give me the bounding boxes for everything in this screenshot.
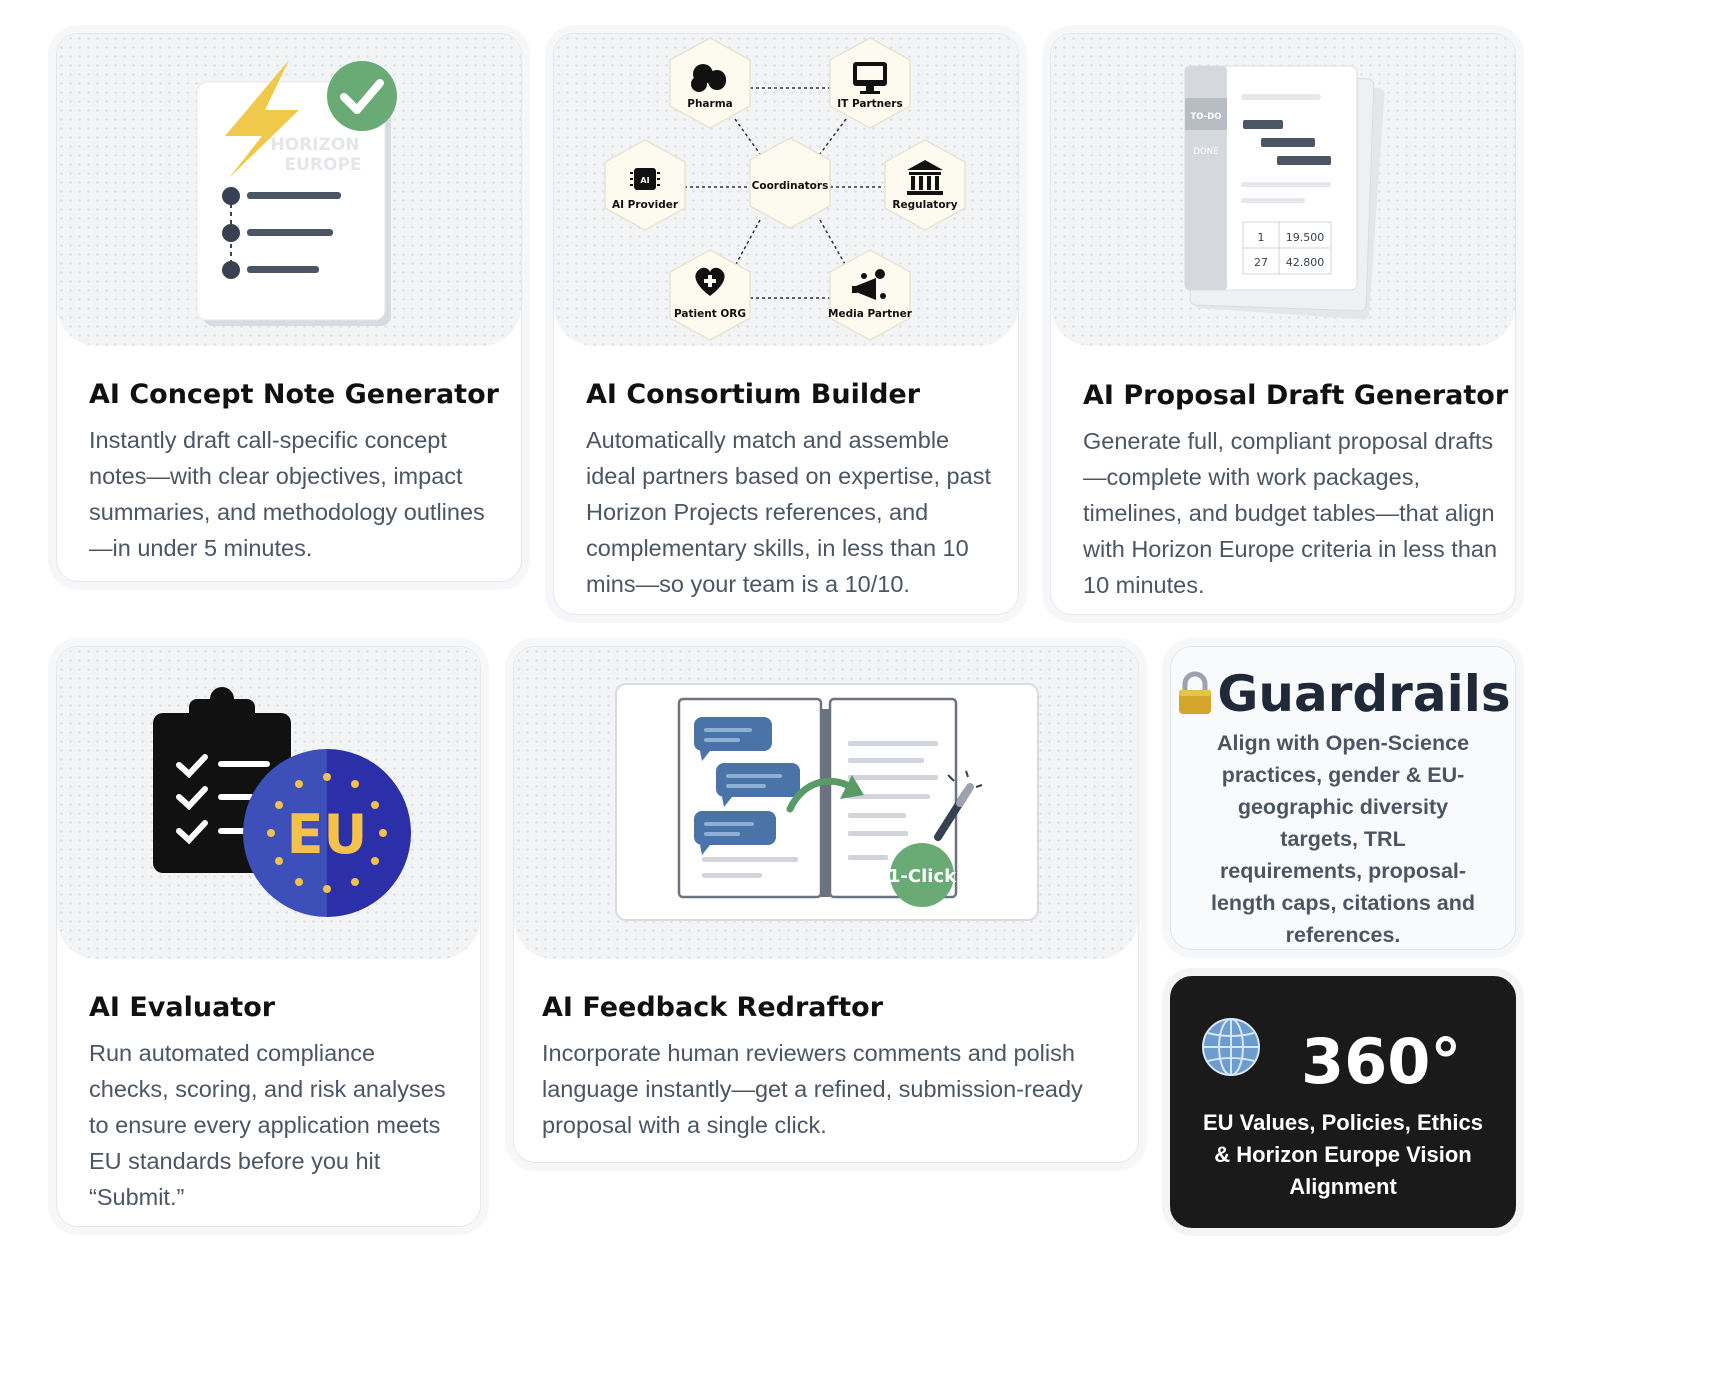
card-description: Incorporate human reviewers comments and… bbox=[542, 1040, 1083, 1138]
node-patient-org: Patient ORG bbox=[674, 308, 746, 320]
card-title: AI Feedback Redraftor bbox=[542, 992, 884, 1023]
check-circle-icon bbox=[327, 61, 397, 131]
card-title: AI Concept Note Generator bbox=[89, 379, 499, 410]
proposal-draft-illustration: TO-DO DONE 1 19.500 27 42.800 bbox=[1051, 34, 1515, 346]
table-cell: 19.500 bbox=[1286, 231, 1325, 244]
concept-note-illustration: HORIZON EUROPE bbox=[57, 34, 521, 346]
guardrails-title: Guardrails bbox=[1217, 665, 1511, 723]
node-it-partners: IT Partners bbox=[837, 98, 902, 110]
sidebar-done: DONE bbox=[1194, 147, 1219, 157]
card-feedback-redraftor[interactable]: 1-Click AI Feedback Redraftor Incorporat… bbox=[513, 646, 1139, 1163]
card-description: Run automated compliance checks, scoring… bbox=[89, 1040, 446, 1210]
one-click-label: 1-Click bbox=[888, 866, 957, 887]
table-cell: 1 bbox=[1258, 231, 1265, 244]
card-guardrails[interactable]: Guardrails Align with Open-Science pract… bbox=[1170, 646, 1516, 950]
arrow-icon bbox=[786, 775, 864, 813]
chip-icon: AI bbox=[630, 168, 660, 190]
consortium-illustration: AI Coordinators bbox=[554, 34, 1018, 346]
eu-badge-text: EU bbox=[287, 803, 368, 866]
doc-watermark-line1: HORIZON bbox=[270, 135, 359, 155]
card-evaluator[interactable]: EU AI Evaluator Run automated compliance… bbox=[56, 646, 481, 1227]
table-cell: 42.800 bbox=[1286, 256, 1325, 269]
lightning-icon bbox=[225, 60, 299, 178]
doc-watermark-line2: EUROPE bbox=[284, 155, 361, 175]
node-regulatory: Regulatory bbox=[892, 199, 957, 211]
card-360-alignment[interactable]: 360° EU Values, Policies, Ethics & Horiz… bbox=[1170, 976, 1516, 1228]
globe-icon bbox=[1202, 1018, 1260, 1076]
monitor-icon bbox=[853, 62, 887, 94]
node-coordinators: Coordinators bbox=[752, 180, 829, 192]
megaphone-icon bbox=[852, 269, 886, 300]
budget-table bbox=[1242, 221, 1332, 275]
feedback-redraftor-illustration: 1-Click bbox=[514, 647, 1138, 959]
document-icon: HORIZON EUROPE bbox=[196, 81, 391, 326]
alignment-description: EU Values, Policies, Ethics & Horizon Eu… bbox=[1202, 1110, 1484, 1199]
pills-icon bbox=[691, 64, 726, 92]
lock-icon bbox=[1179, 671, 1212, 714]
card-consortium-builder[interactable]: AI Coordinators bbox=[553, 33, 1019, 615]
guardrails-heading: Guardrails bbox=[1171, 665, 1515, 723]
card-description: Instantly draft call-specific concept no… bbox=[89, 427, 485, 561]
card-proposal-draft-generator[interactable]: TO-DO DONE 1 19.500 27 42.800 AI Proposa… bbox=[1050, 33, 1516, 615]
document-stack-icon bbox=[1184, 65, 1385, 320]
bank-building-icon bbox=[907, 160, 943, 195]
one-click-badge: 1-Click bbox=[888, 843, 957, 907]
heart-plus-icon bbox=[695, 267, 725, 296]
card-title: AI Consortium Builder bbox=[586, 379, 921, 410]
card-description: Generate full, compliant proposal drafts… bbox=[1083, 428, 1498, 598]
node-pharma: Pharma bbox=[687, 98, 732, 110]
node-media-partner: Media Partner bbox=[828, 308, 913, 320]
gantt-chart-icon bbox=[1243, 120, 1331, 165]
card-title: AI Proposal Draft Generator bbox=[1083, 380, 1509, 411]
table-cell: 27 bbox=[1254, 256, 1268, 269]
card-description: Automatically match and assemble ideal p… bbox=[586, 427, 991, 597]
magic-wand-icon bbox=[934, 770, 983, 841]
guardrails-description: Align with Open-Science practices, gende… bbox=[1211, 731, 1476, 947]
card-concept-note-generator[interactable]: HORIZON EUROPE AI Concept Note Generator… bbox=[56, 33, 522, 582]
sidebar-todo: TO-DO bbox=[1191, 112, 1222, 122]
chat-bubbles-icon bbox=[694, 717, 800, 855]
eu-flag-icon bbox=[243, 749, 411, 917]
node-ai-provider: AI Provider bbox=[612, 199, 679, 211]
evaluator-illustration: EU bbox=[57, 647, 480, 959]
svg-text:AI: AI bbox=[640, 176, 649, 185]
card-title: AI Evaluator bbox=[89, 992, 276, 1023]
alignment-title: 360° bbox=[1301, 1025, 1462, 1098]
